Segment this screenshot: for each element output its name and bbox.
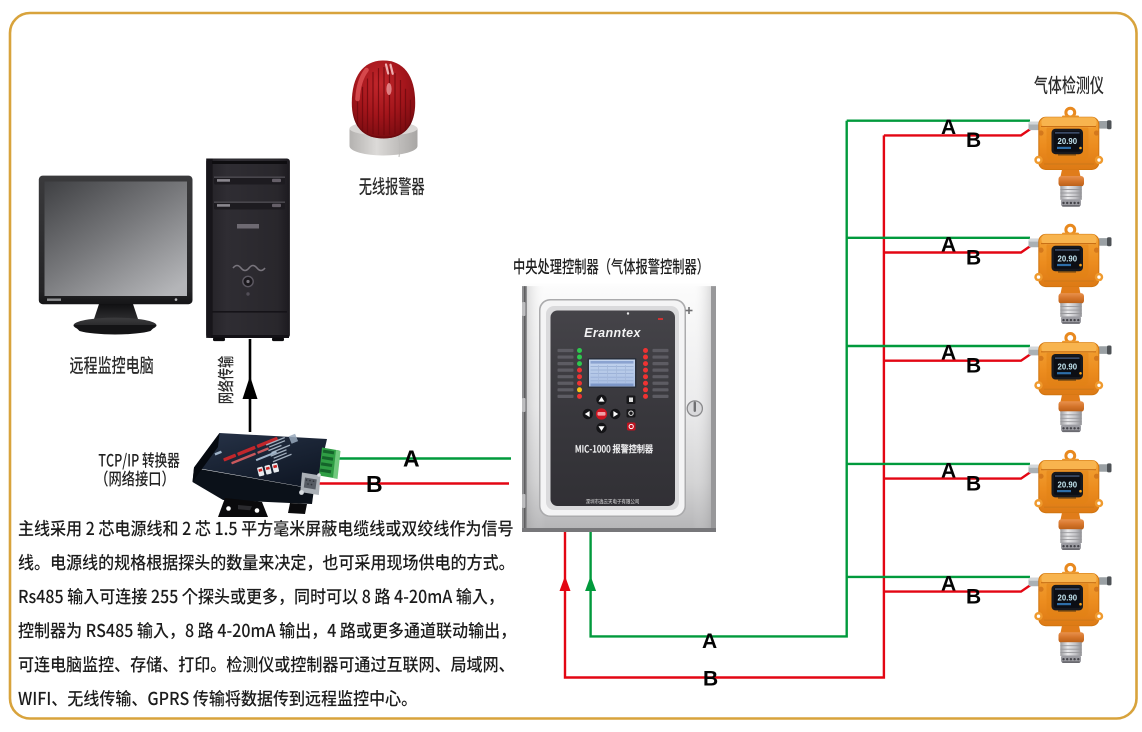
- svg-text:A: A: [941, 342, 956, 365]
- svg-text:A: A: [702, 630, 717, 653]
- svg-text:A: A: [941, 233, 956, 256]
- svg-text:B: B: [966, 355, 981, 378]
- svg-text:Eranntex: Eranntex: [584, 326, 641, 340]
- svg-text:A: A: [941, 572, 956, 595]
- svg-text:B: B: [966, 129, 981, 152]
- svg-text:B: B: [966, 472, 981, 495]
- svg-text:A: A: [941, 116, 956, 139]
- svg-text:B: B: [366, 471, 383, 497]
- svg-text:20.90: 20.90: [1058, 137, 1078, 146]
- svg-text:A: A: [403, 446, 420, 472]
- svg-text:B: B: [703, 668, 718, 691]
- svg-text:B: B: [966, 246, 981, 269]
- svg-text:A: A: [941, 459, 956, 482]
- svg-text:B: B: [966, 585, 981, 608]
